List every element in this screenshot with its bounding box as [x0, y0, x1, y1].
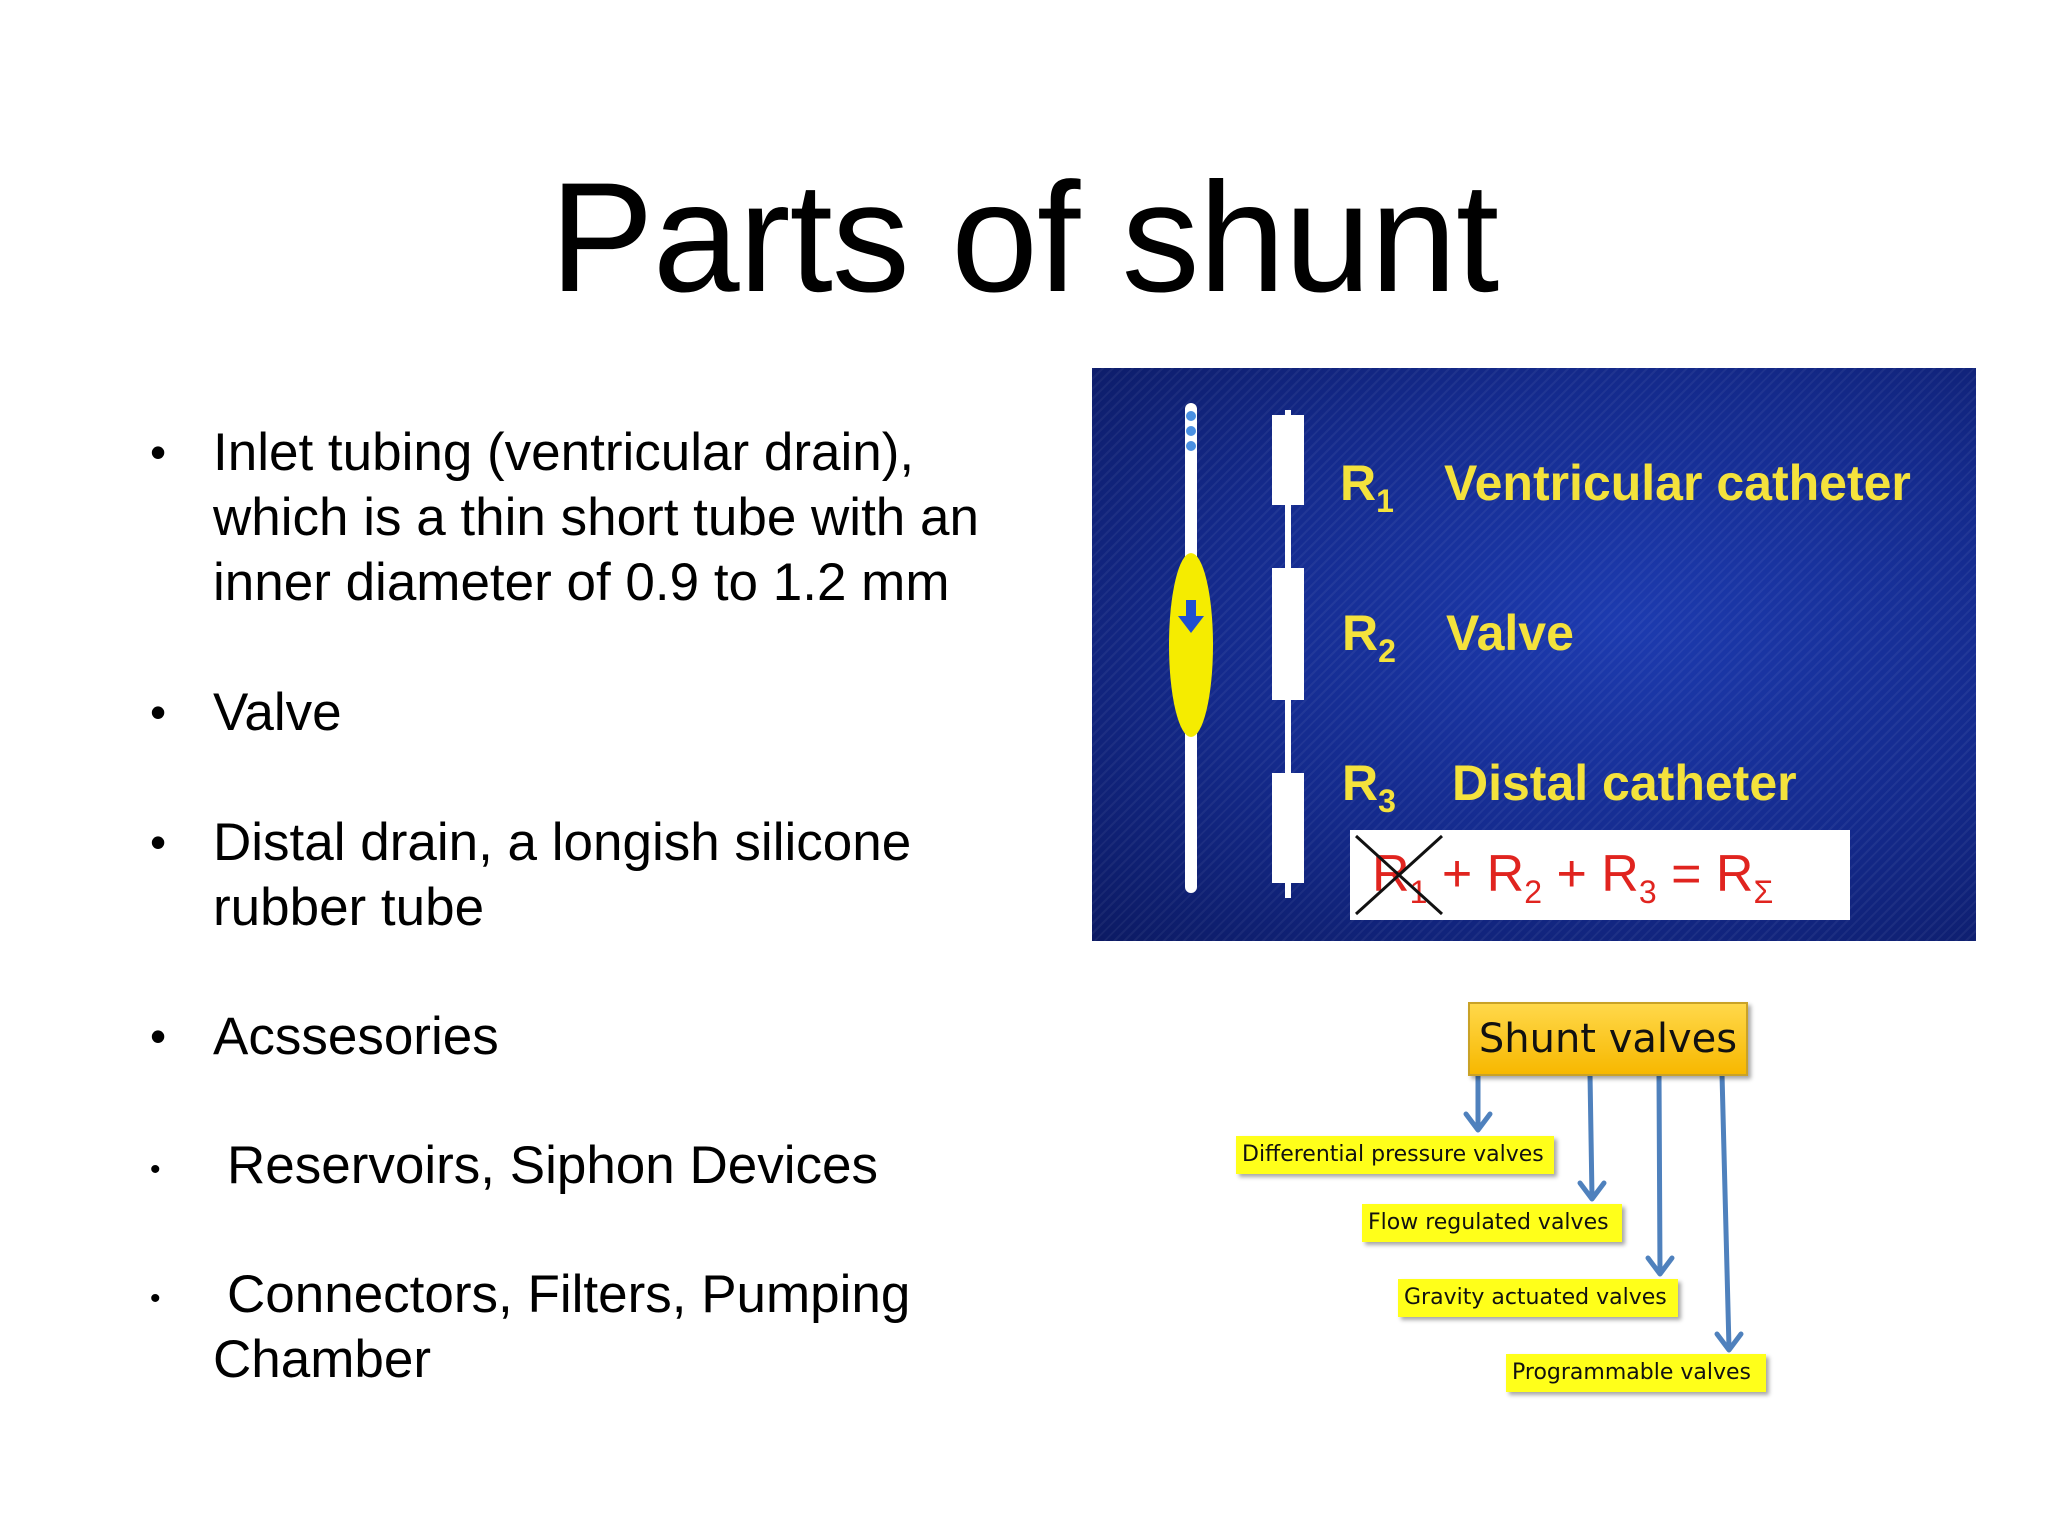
arrow-down-icon [1186, 600, 1196, 618]
valve-icon [1169, 553, 1213, 737]
valve-type-box: Gravity actuated valves [1398, 1279, 1678, 1317]
arrow-head-icon [1577, 1180, 1607, 1202]
bullet-dot-icon: • [150, 1282, 161, 1315]
bullet-text: Connectors, Filters, Pumping Chamber [213, 1265, 911, 1389]
r3-label: R3 [1342, 755, 1396, 819]
bullet-text: Inlet tubing (ventricular drain), which … [213, 423, 979, 612]
bullet-dot-icon: • [150, 426, 167, 478]
valve-type-box: Differential pressure valves [1236, 1136, 1554, 1174]
bullet-text: Acssesories [213, 1007, 499, 1066]
r2-label: R2 [1342, 605, 1396, 669]
slide-title: Parts of shunt [549, 151, 1500, 325]
catheter-hole-icon [1186, 426, 1196, 436]
catheter-hole-icon [1186, 441, 1196, 451]
r2-name: Valve [1446, 605, 1574, 661]
bullet-dot-icon: • [150, 816, 167, 868]
arrow-head-icon [1463, 1111, 1493, 1133]
shunt-illustration [1169, 403, 1304, 898]
r3-name: Distal catheter [1452, 755, 1797, 811]
r1-name: Ventricular catheter [1444, 455, 1911, 511]
arrow-head-icon [1714, 1331, 1744, 1353]
arrow-line-icon [1719, 1071, 1732, 1351]
arrow-head-icon [1645, 1255, 1675, 1277]
bullet-dot-icon: • [150, 1153, 161, 1186]
bullet-dot-icon: • [150, 1010, 167, 1062]
bullet-text: Reservoirs, Siphon Devices [227, 1136, 878, 1195]
arrow-down-icon [1178, 616, 1204, 633]
shunt-valves-title: Shunt valves [1468, 1002, 1748, 1076]
bullet-dot-icon: • [150, 686, 167, 738]
bullet-text: Valve [213, 683, 342, 742]
formula-text: R1 + R2 + R3 = RΣ [1372, 845, 1774, 910]
resistor-r3-icon [1272, 773, 1304, 883]
resistor-r2-icon [1272, 568, 1304, 700]
arrow-line-icon [1587, 1071, 1595, 1200]
r1-label: R1 [1340, 455, 1394, 519]
catheter-hole-icon [1186, 411, 1196, 421]
shunt-resistance-panel: R1 Ventricular catheter R2 Valve R3 Dist… [1092, 368, 1976, 941]
valve-type-box: Programmable valves [1506, 1354, 1766, 1392]
bullet-text: Distal drain, a longish silicone rubber … [213, 813, 912, 937]
strike-through-icon [1354, 834, 1444, 916]
resistance-formula: R1 + R2 + R3 = RΣ [1350, 830, 1850, 920]
resistor-r1-icon [1272, 415, 1304, 505]
valve-type-box: Flow regulated valves [1362, 1204, 1622, 1242]
arrow-line-icon [1656, 1071, 1663, 1275]
